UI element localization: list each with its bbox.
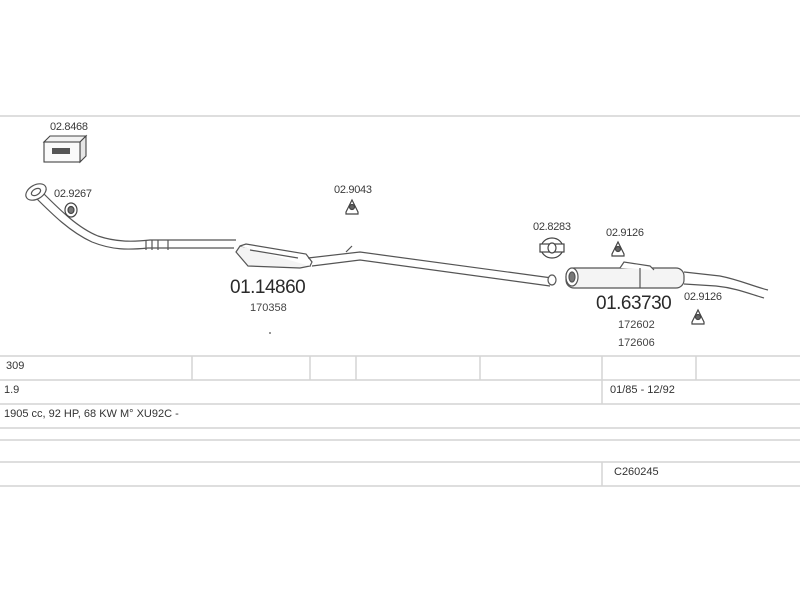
marker-dot: [269, 332, 271, 334]
intermediate-pipe: [307, 245, 557, 287]
part-label-hanger-mid: 02.9043: [334, 184, 372, 196]
kit-box-icon: [42, 134, 88, 164]
hanger-rear-low-icon: [691, 308, 705, 325]
centre-silencer-number: 01.14860: [230, 277, 306, 298]
part-label-hanger-rear: 02.9126: [606, 227, 644, 239]
table-dates: 01/85 - 12/92: [610, 384, 675, 396]
centre-silencer-ref: 170358: [250, 302, 287, 314]
table-spec: 1905 cc, 92 HP, 68 KW M° XU92C -: [4, 408, 179, 420]
centre-silencer: [235, 243, 313, 269]
info-table-grid: [0, 355, 800, 487]
tail-pipe: [683, 271, 769, 299]
hanger-rear-icon: [611, 240, 625, 257]
part-label-clamp-rear: 02.8283: [533, 221, 571, 233]
rear-silencer-number: 01.63730: [596, 293, 672, 314]
clamp-front-icon: [64, 202, 78, 218]
table-model: 309: [6, 360, 25, 372]
part-label-hanger-rear-low: 02.9126: [684, 291, 722, 303]
hanger-mid-icon: [345, 198, 359, 215]
table-engine-size: 1.9: [4, 384, 20, 396]
rear-silencer-ref-1: 172602: [618, 319, 655, 331]
front-pipe: [25, 183, 236, 250]
part-label-clamp-front: 02.9267: [54, 188, 92, 200]
table-code: C260245: [614, 466, 659, 478]
rear-silencer: [565, 261, 685, 289]
clamp-rear-icon: [539, 237, 565, 259]
rear-silencer-ref-2: 172606: [618, 337, 655, 349]
part-label-kit: 02.8468: [50, 121, 88, 133]
